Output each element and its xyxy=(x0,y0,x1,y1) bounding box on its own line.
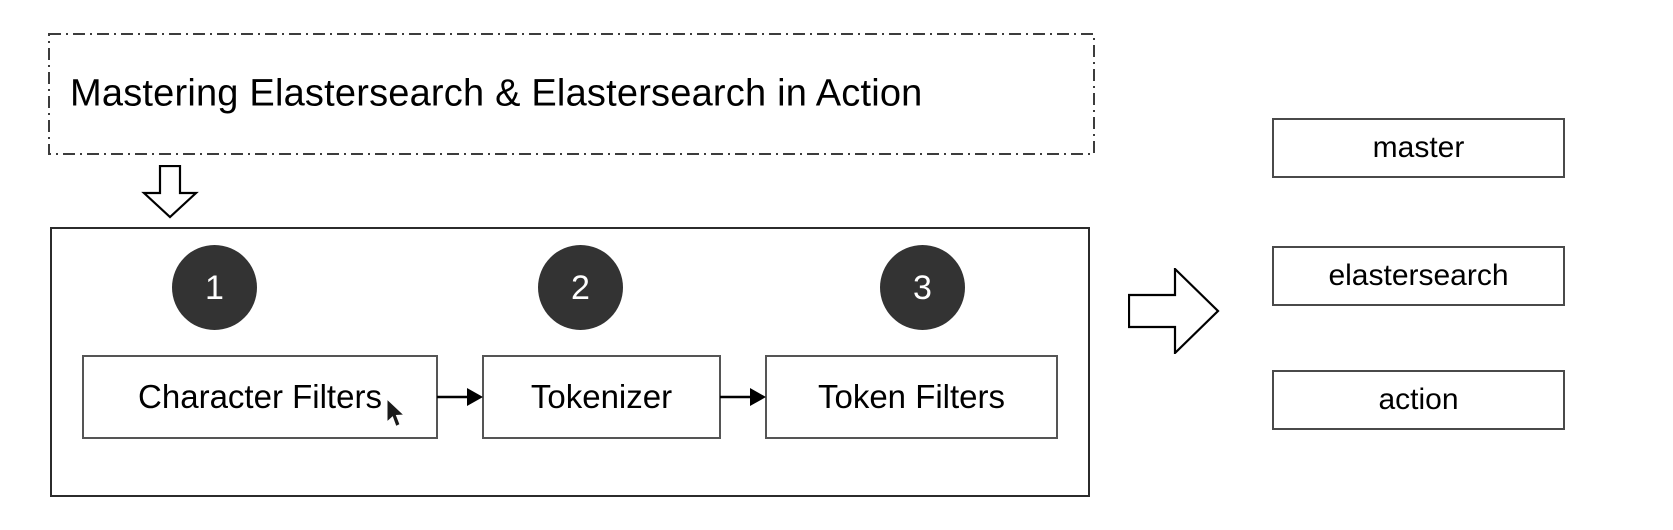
arrow-down-outline-icon xyxy=(141,164,199,219)
step-badge-2: 2 xyxy=(538,245,623,330)
step-badge-3: 3 xyxy=(880,245,965,330)
arrow-right-solid-icon-2 xyxy=(720,386,766,408)
output-token-box-master[interactable]: master xyxy=(1272,118,1565,178)
step-number-3: 3 xyxy=(913,268,932,307)
stage-box-token-filters[interactable]: Token Filters xyxy=(765,355,1058,439)
input-text-label: Mastering Elastersearch & Elastersearch … xyxy=(70,72,923,115)
step-number-2: 2 xyxy=(571,268,590,307)
input-text-box: Mastering Elastersearch & Elastersearch … xyxy=(48,33,1095,155)
step-number-1: 1 xyxy=(205,268,224,307)
output-token-label-action: action xyxy=(1378,383,1459,416)
arrow-right-solid-icon-1 xyxy=(437,386,483,408)
output-token-label-elastersearch: elastersearch xyxy=(1328,259,1509,292)
step-badge-1: 1 xyxy=(172,245,257,330)
stage-box-tokenizer[interactable]: Tokenizer xyxy=(482,355,721,439)
stage-box-character-filters[interactable]: Character Filters xyxy=(82,355,438,439)
stage-label-token-filters: Token Filters xyxy=(817,378,1006,415)
stage-label-character-filters: Character Filters xyxy=(138,378,382,415)
output-token-box-action[interactable]: action xyxy=(1272,370,1565,430)
stage-label-tokenizer: Tokenizer xyxy=(530,378,673,415)
output-token-label-master: master xyxy=(1372,131,1465,164)
output-token-box-elastersearch[interactable]: elastersearch xyxy=(1272,246,1565,306)
arrow-right-outline-icon xyxy=(1127,266,1220,356)
